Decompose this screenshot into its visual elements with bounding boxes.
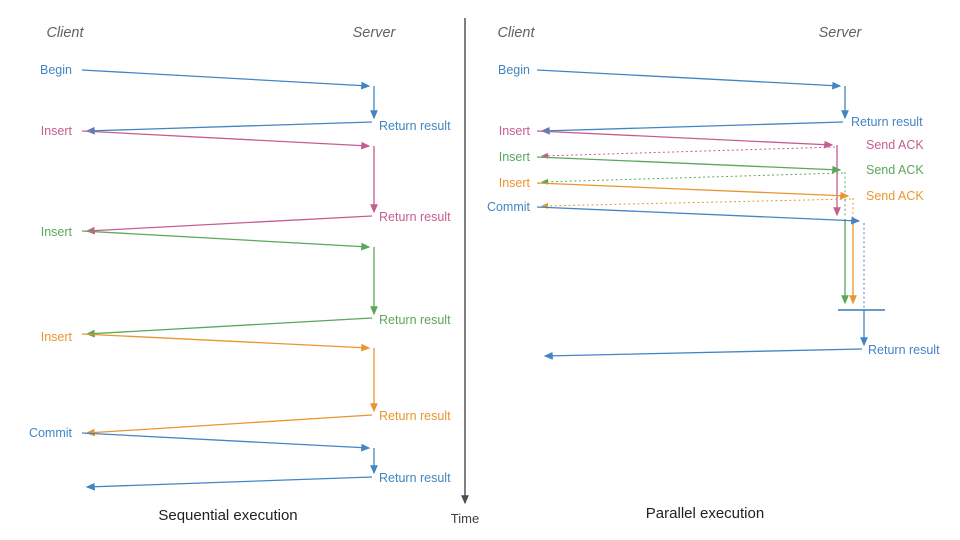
request-arrow <box>81 230 371 251</box>
right-client-lane-title: Client <box>497 25 535 41</box>
right-server-label-return-1: Return result <box>851 115 923 129</box>
right-server-label-ack-1: Send ACK <box>866 138 924 152</box>
right-client-label-begin: Begin <box>498 63 530 77</box>
right-client-label-insert-3: Insert <box>499 176 531 190</box>
time-axis-label: Time <box>451 511 479 526</box>
left-server-label-return-4: Return result <box>379 409 451 423</box>
request-arrow <box>81 333 371 352</box>
ack-arrow <box>541 172 844 185</box>
left-client-label-insert-2: Insert <box>41 225 73 239</box>
ack-arrow <box>541 198 852 209</box>
right-client-label-insert-1: Insert <box>499 124 531 138</box>
request-arrow <box>81 432 371 452</box>
response-arrow <box>540 121 844 135</box>
left-flow-insert-1 <box>81 130 378 235</box>
response-arrow <box>85 414 373 437</box>
response-arrow <box>85 121 373 135</box>
left-server-label-return-5: Return result <box>379 471 451 485</box>
left-flow-insert-3 <box>81 333 378 437</box>
right-flow-insert-2 <box>536 156 849 305</box>
right-client-label-insert-2: Insert <box>499 150 531 164</box>
left-client-lane-title: Client <box>46 25 84 41</box>
ack-arrow <box>541 146 836 159</box>
response-arrow <box>85 476 373 491</box>
right-server-label-ack-3: Send ACK <box>866 189 924 203</box>
right-client-label-commit: Commit <box>487 200 531 214</box>
request-arrow <box>536 156 842 174</box>
left-flow-begin <box>81 69 378 135</box>
request-arrow <box>536 206 861 225</box>
left-server-label-return-1: Return result <box>379 119 451 133</box>
left-server-label-return-2: Return result <box>379 210 451 224</box>
left-client-label-commit: Commit <box>29 426 73 440</box>
left-server-label-return-3: Return result <box>379 313 451 327</box>
right-panel-caption: Parallel execution <box>646 505 764 522</box>
response-arrow <box>85 317 373 338</box>
request-arrow <box>536 130 834 149</box>
left-client-label-begin: Begin <box>40 63 72 77</box>
request-arrow <box>536 69 842 90</box>
left-server-lane-title: Server <box>353 25 397 41</box>
right-flow-insert-1 <box>536 130 841 217</box>
left-client-label-insert-1: Insert <box>41 124 73 138</box>
right-flow-insert-3 <box>536 182 857 305</box>
right-server-lane-title: Server <box>819 25 863 41</box>
left-flow-insert-2 <box>81 230 378 338</box>
right-flow-commit <box>536 206 885 360</box>
response-arrow <box>543 348 863 360</box>
request-arrow <box>81 69 371 90</box>
left-flow-commit <box>81 432 378 491</box>
left-client-label-insert-3: Insert <box>41 330 73 344</box>
right-server-label-return-2: Return result <box>868 343 940 357</box>
right-flow-begin <box>536 69 849 135</box>
response-arrow <box>85 215 373 235</box>
request-arrow <box>81 130 371 150</box>
right-server-label-ack-2: Send ACK <box>866 163 924 177</box>
left-panel-caption: Sequential execution <box>158 507 297 524</box>
request-arrow <box>536 182 850 200</box>
